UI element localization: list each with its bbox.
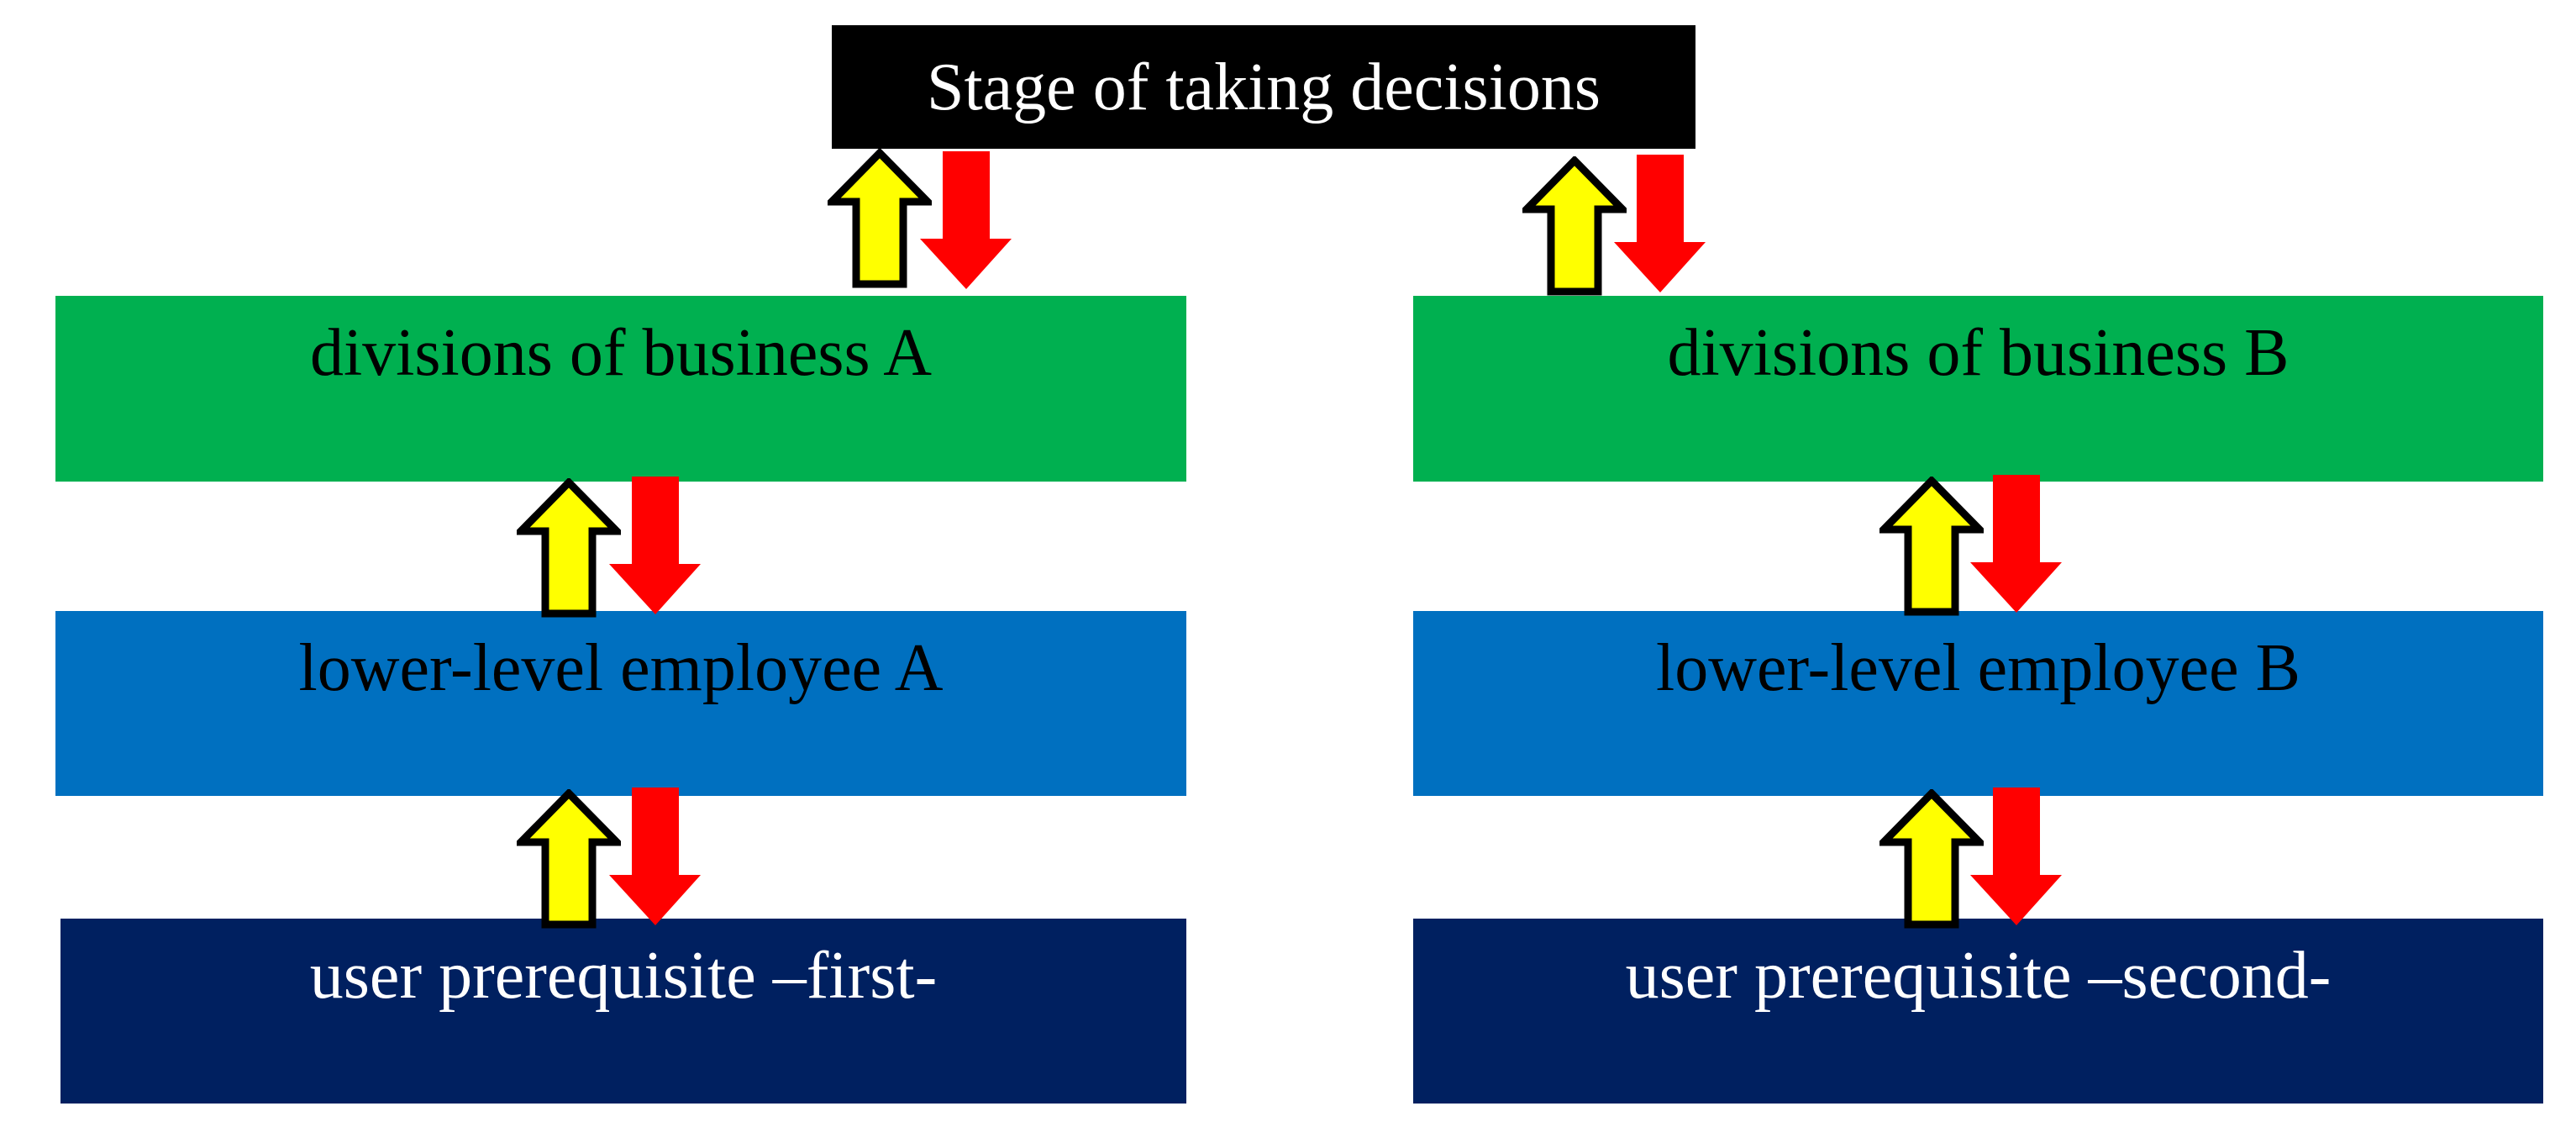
user-prerequisite-second-box: user prerequisite –second- (1413, 919, 2543, 1104)
divisions-of-business-a-box: divisions of business A (55, 296, 1186, 482)
down-arrow-icon (1970, 788, 2062, 925)
lower-level-employee-a-box: lower-level employee A (55, 611, 1186, 796)
prerequisite-a-label: user prerequisite –first- (309, 939, 938, 1013)
divisions-of-business-b-box: divisions of business B (1413, 296, 2543, 482)
up-arrow-icon (1879, 477, 1984, 616)
up-arrow-icon (1522, 156, 1627, 296)
down-arrow-icon (609, 477, 701, 614)
down-arrow-icon (1970, 475, 2062, 613)
stage-of-taking-decisions-box: Stage of taking decisions (832, 25, 1695, 149)
down-arrow-icon (920, 151, 1012, 289)
division-b-label: divisions of business B (1667, 316, 2289, 390)
down-arrow-icon (1614, 155, 1706, 292)
employee-b-label: lower-level employee B (1656, 631, 2300, 705)
up-arrow-icon (517, 789, 621, 929)
down-arrow-icon (609, 788, 701, 925)
division-a-label: divisions of business A (309, 316, 933, 390)
lower-level-employee-b-box: lower-level employee B (1413, 611, 2543, 796)
up-arrow-icon (517, 478, 621, 618)
employee-a-label: lower-level employee A (298, 631, 944, 705)
prerequisite-b-label: user prerequisite –second- (1625, 939, 2332, 1013)
up-arrow-icon (1879, 789, 1984, 929)
title-box-label: Stage of taking decisions (926, 50, 1601, 124)
up-arrow-icon (828, 149, 932, 288)
user-prerequisite-first-box: user prerequisite –first- (60, 919, 1186, 1104)
